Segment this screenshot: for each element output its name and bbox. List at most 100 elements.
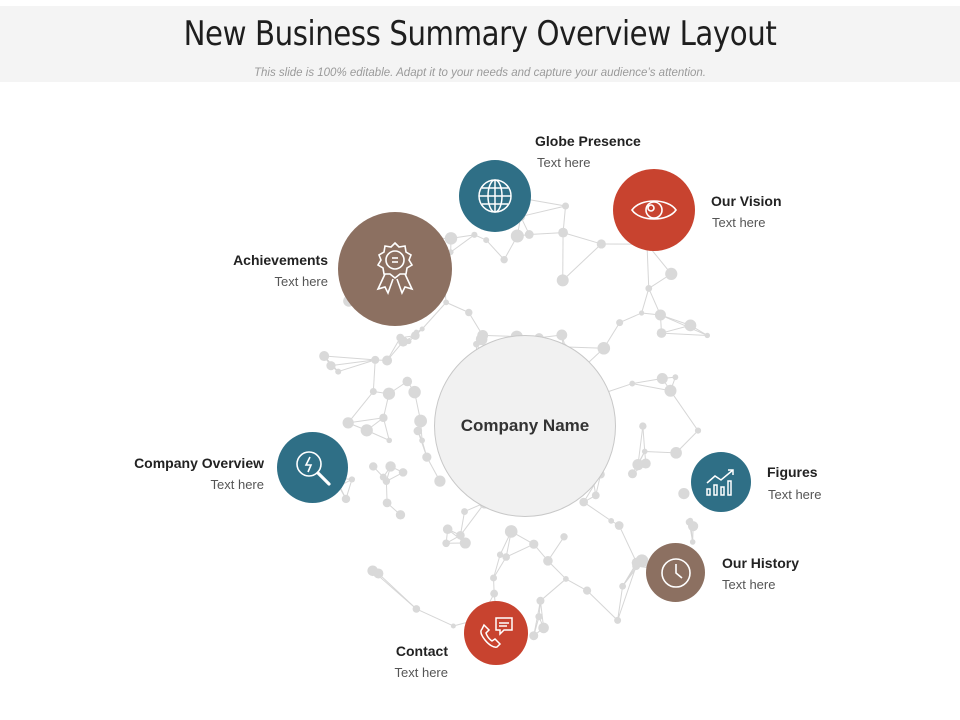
header-band xyxy=(0,6,960,82)
network-dot xyxy=(402,376,413,387)
network-line xyxy=(421,302,447,330)
network-dot xyxy=(319,351,330,362)
network-dot xyxy=(496,551,504,558)
network-dot xyxy=(411,331,420,340)
our-history-text: Text here xyxy=(722,577,776,592)
our-history-circle[interactable] xyxy=(646,543,705,602)
our-vision-circle[interactable] xyxy=(613,169,695,251)
network-line xyxy=(540,578,567,602)
figures-circle[interactable] xyxy=(691,452,751,512)
network-dot xyxy=(422,452,432,462)
network-dot xyxy=(688,521,699,532)
network-dot xyxy=(477,329,489,341)
network-dot xyxy=(348,476,356,483)
network-dot xyxy=(510,229,524,243)
network-dot xyxy=(396,333,405,342)
network-dot xyxy=(543,556,553,566)
network-dot xyxy=(442,539,450,548)
network-dot xyxy=(694,427,702,434)
network-dot xyxy=(382,355,393,366)
network-dot xyxy=(413,426,423,436)
clock-icon xyxy=(660,557,691,588)
network-dot xyxy=(627,469,637,479)
network-dot xyxy=(456,530,465,540)
network-dot xyxy=(596,239,606,249)
eye-icon xyxy=(631,200,677,220)
network-line xyxy=(618,525,638,563)
center-circle: Company Name xyxy=(434,335,616,517)
contact-title: Contact xyxy=(395,643,448,659)
network-dot xyxy=(629,380,636,387)
company-overview-circle[interactable] xyxy=(277,432,348,503)
network-dot xyxy=(579,497,588,507)
network-dot xyxy=(656,372,668,384)
figures-text: Text here xyxy=(768,487,822,502)
network-dot xyxy=(687,517,694,524)
globe-icon xyxy=(478,179,512,213)
network-line xyxy=(605,383,633,393)
globe-presence-circle[interactable] xyxy=(459,160,531,232)
achievements-title: Achievements xyxy=(233,252,328,268)
company-overview-title: Company Overview xyxy=(134,455,264,471)
network-line xyxy=(450,234,475,253)
network-dot xyxy=(450,623,456,629)
network-line xyxy=(562,243,602,281)
network-dot xyxy=(684,319,697,332)
network-dot xyxy=(678,487,690,500)
achievements-text: Text here xyxy=(274,274,328,289)
network-dot xyxy=(459,537,471,549)
network-line xyxy=(646,244,650,289)
network-dot xyxy=(382,498,392,508)
network-dot xyxy=(639,422,647,430)
network-dot xyxy=(504,525,518,538)
network-dot xyxy=(616,319,624,327)
network-dot xyxy=(360,424,373,437)
network-line xyxy=(642,426,646,452)
network-line xyxy=(338,359,376,373)
network-line xyxy=(637,426,644,465)
network-dot xyxy=(395,510,406,520)
network-dot xyxy=(560,533,568,541)
network-dot xyxy=(654,309,666,321)
network-dot xyxy=(535,613,543,621)
network-dot xyxy=(619,582,627,590)
network-line xyxy=(670,390,699,431)
network-dot xyxy=(639,310,645,316)
network-dot xyxy=(419,326,425,332)
network-dot xyxy=(473,340,480,348)
bar-chart-icon xyxy=(706,469,734,496)
network-dot xyxy=(672,374,679,381)
network-line xyxy=(583,501,612,522)
network-line xyxy=(505,543,534,558)
network-line xyxy=(372,359,376,392)
network-dot xyxy=(461,508,468,515)
our-history-title: Our History xyxy=(722,555,800,571)
network-line xyxy=(330,359,376,367)
network-dot xyxy=(443,299,450,306)
network-line xyxy=(661,332,708,336)
network-line xyxy=(524,198,566,207)
network-line xyxy=(493,556,507,579)
network-dot xyxy=(664,384,677,397)
network-dot xyxy=(490,574,498,582)
network-dot xyxy=(379,413,388,423)
network-line xyxy=(547,536,565,562)
network-dot xyxy=(614,616,622,624)
network-dot xyxy=(373,568,384,579)
achievements-circle[interactable] xyxy=(338,212,452,326)
network-dot xyxy=(335,368,342,375)
network-dot xyxy=(369,462,378,471)
network-line xyxy=(632,383,671,392)
network-dot xyxy=(385,461,396,472)
network-dot xyxy=(524,230,534,239)
network-dot xyxy=(382,477,391,485)
network-line xyxy=(460,502,486,536)
contact-text: Text here xyxy=(394,665,448,680)
network-dot xyxy=(582,586,592,595)
network-dot xyxy=(656,328,667,338)
network-dot xyxy=(371,355,380,364)
company-overview-text: Text here xyxy=(210,477,264,492)
contact-circle[interactable] xyxy=(464,601,528,665)
network-line xyxy=(660,314,708,336)
network-dot xyxy=(342,417,354,429)
